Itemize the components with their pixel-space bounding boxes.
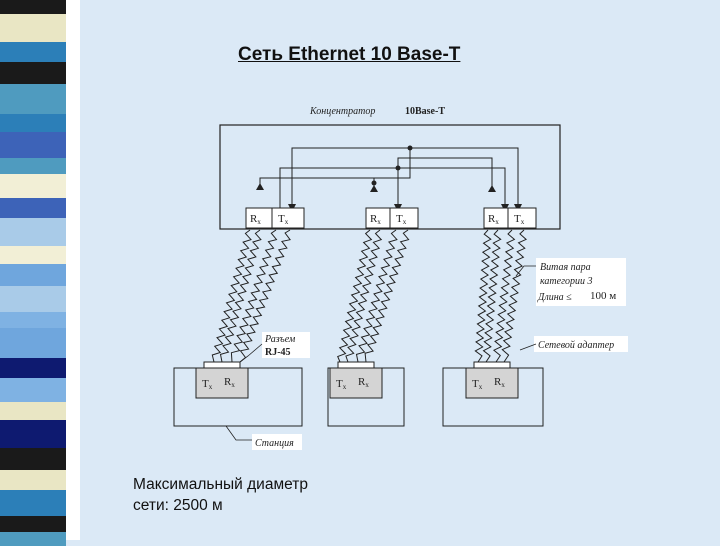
twisted-pair-wire (355, 229, 398, 363)
sidebar-block (0, 246, 66, 264)
sidebar-block (0, 218, 66, 246)
length-value: 100 м (590, 290, 616, 302)
svg-text:Tx: Tx (278, 213, 289, 226)
twisted-pair-wire (219, 229, 262, 363)
caption: Максимальный диаметр сети: 2500 м (133, 474, 308, 516)
station-3: Tx Rx (442, 361, 544, 427)
hub-internal-wiring (259, 147, 522, 212)
svg-text:Rx: Rx (358, 376, 369, 389)
sidebar-block (0, 420, 66, 448)
hub-port-1: Rx Tx (245, 207, 305, 229)
twisted-pair-wire (492, 229, 516, 363)
svg-text:Tx: Tx (336, 378, 347, 391)
hub-type-label: 10Base-T (405, 106, 445, 117)
sidebar-block (0, 358, 66, 378)
caption-line-2: сети: 2500 м (133, 497, 223, 514)
sidebar-block (0, 328, 66, 358)
hub-label: Концентратор (309, 106, 375, 117)
twisted-pair-wire (345, 229, 383, 363)
sidebar-block (0, 158, 66, 174)
twisted-pair-wire (474, 229, 492, 363)
sidebar-block (0, 470, 66, 490)
category-label: категории 3 (540, 276, 593, 287)
sidebar-block (0, 312, 66, 328)
hub-port-2: Rx Tx (365, 207, 419, 229)
twisted-pair-cables (211, 229, 528, 363)
slide-title: Сеть Ethernet 10 Base-T (238, 44, 461, 65)
sidebar-divider (66, 0, 80, 540)
hub-box (219, 124, 561, 230)
sidebar-block (0, 286, 66, 312)
sidebar-block (0, 42, 66, 62)
hub: Концентратор 10Base-T (219, 106, 561, 230)
sidebar-block (0, 402, 66, 420)
connector-type-label: RJ-45 (265, 347, 291, 358)
svg-text:Tx: Tx (202, 378, 213, 391)
sidebar-block (0, 14, 66, 42)
svg-text:Rx: Rx (494, 376, 505, 389)
connector-label: Разъем (264, 334, 296, 345)
twisted-pair-label: Витая пара (540, 262, 591, 273)
twisted-pair-wire (364, 229, 410, 363)
sidebar-block (0, 0, 66, 14)
station-2: Tx Rx (327, 361, 405, 427)
sidebar-block (0, 132, 66, 158)
length-label: Длина ≤ (537, 292, 572, 303)
caption-line-1: Максимальный диаметр (133, 476, 308, 493)
annotations: Витая пара категории 3 Длина ≤ 100 м Сет… (225, 258, 628, 450)
sidebar-block (0, 516, 66, 532)
twisted-pair-wire (239, 229, 291, 363)
svg-text:Rx: Rx (224, 376, 235, 389)
station-label: Станция (255, 438, 294, 449)
sidebar-block (0, 448, 66, 470)
svg-text:Rx: Rx (250, 213, 261, 226)
sidebar-block (0, 84, 66, 114)
sidebar-block (0, 114, 66, 132)
twisted-pair-wire (337, 229, 373, 363)
sidebar-block (0, 62, 66, 84)
twisted-pair-wire (482, 229, 502, 363)
twisted-pair-wire (211, 229, 252, 363)
svg-text:Rx: Rx (370, 213, 381, 226)
twisted-pair-wire (501, 229, 528, 363)
svg-text:Tx: Tx (514, 213, 525, 226)
decorative-sidebar (0, 0, 66, 546)
hub-port-3: Rx Tx (483, 207, 537, 229)
network-adapter-label: Сетевой адаптер (538, 340, 614, 351)
station-1: Tx Rx (173, 361, 303, 427)
svg-text:Tx: Tx (472, 378, 483, 391)
sidebar-block (0, 174, 66, 198)
sidebar-block (0, 264, 66, 286)
sidebar-block (0, 198, 66, 218)
sidebar-block (0, 490, 66, 516)
twisted-pair-wire (230, 229, 278, 363)
svg-text:Rx: Rx (488, 213, 499, 226)
svg-text:Tx: Tx (396, 213, 407, 226)
sidebar-block (0, 378, 66, 402)
